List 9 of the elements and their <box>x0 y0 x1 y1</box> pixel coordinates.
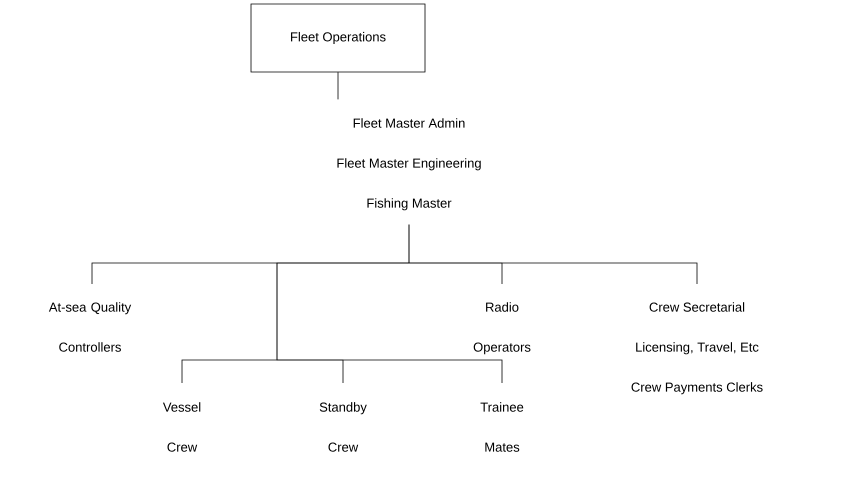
role-label: Crew Secretarial Licensing, Travel, Etc Crew Payments Clerks <box>632 302 763 394</box>
role-label: Standby Crew <box>320 402 367 452</box>
role-label: Trainee Mates <box>480 402 524 452</box>
title-box: Fleet Operations <box>250 4 426 72</box>
connector-line <box>276 224 502 384</box>
role-label: At-sea Quality Controllers <box>48 302 132 352</box>
role-label: Vessel Crew <box>162 402 200 452</box>
role-label: Fleet Master Admin Fleet Master Engineering Fishing Master <box>337 118 481 210</box>
role-label: Radio Operators <box>474 302 530 354</box>
